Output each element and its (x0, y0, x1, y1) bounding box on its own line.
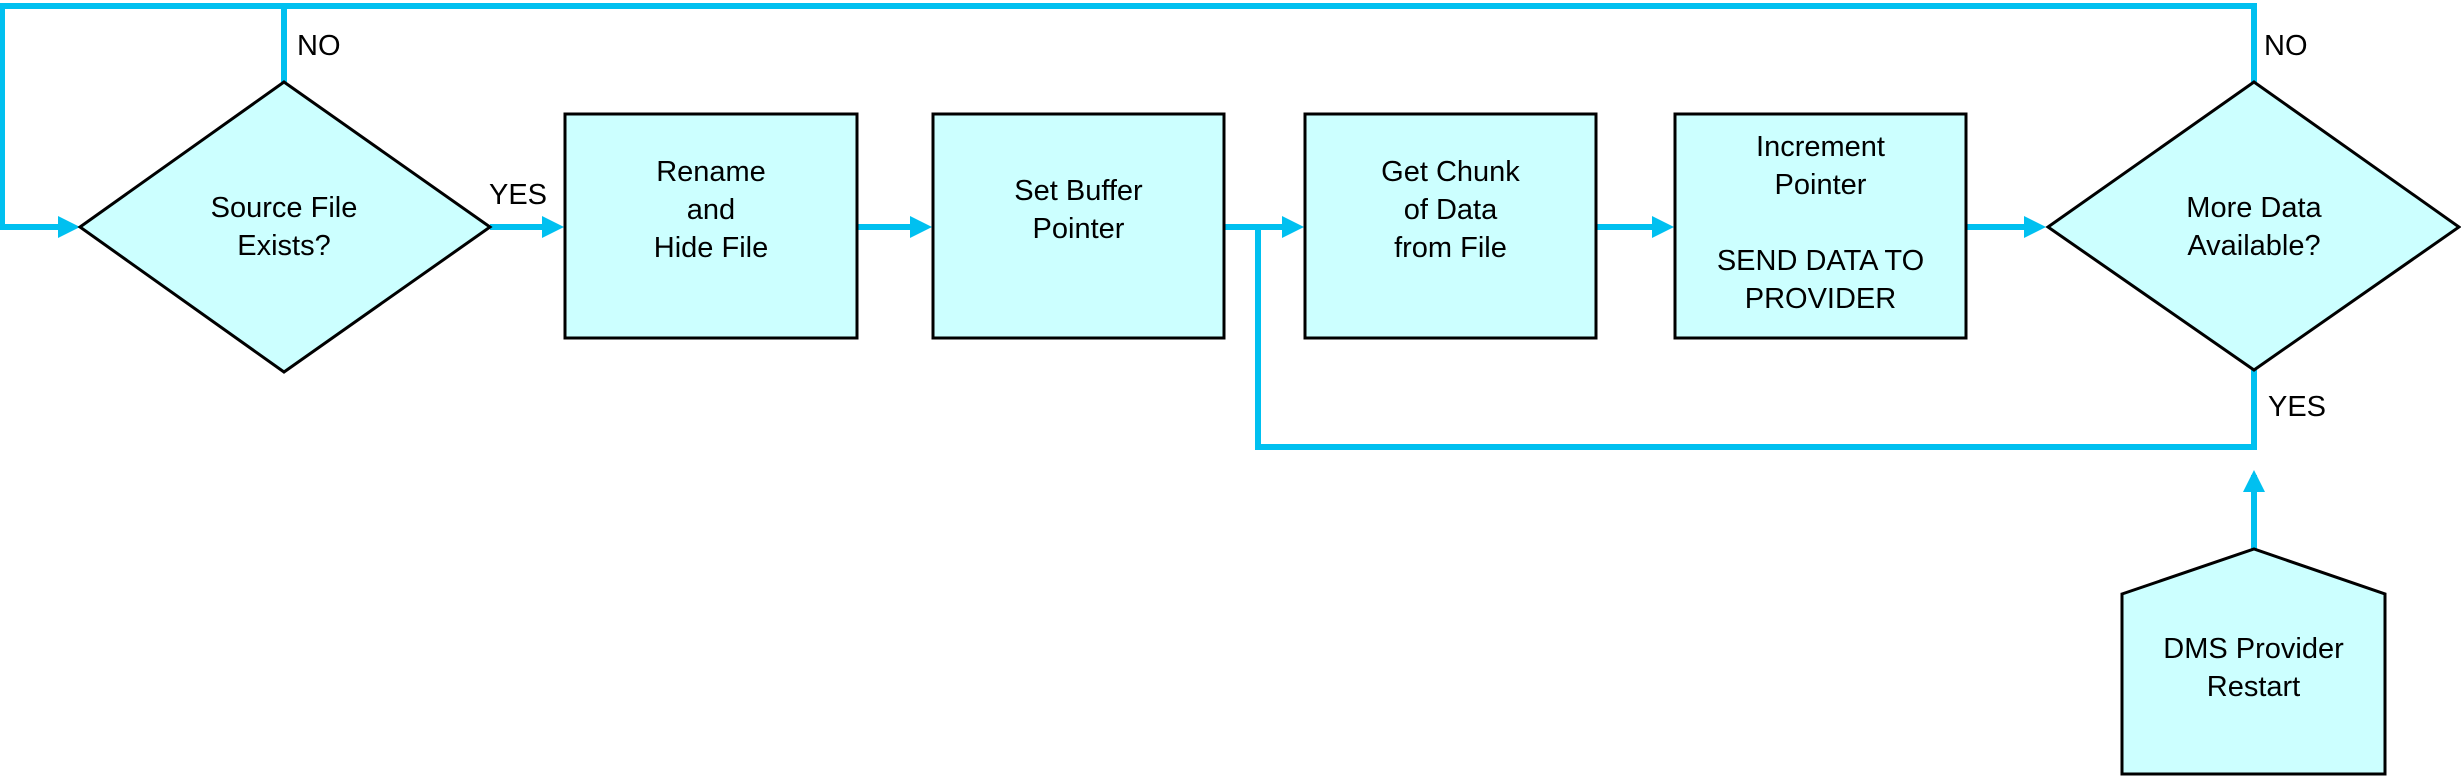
set-buffer-pointer-label: Set Buffer Pointer (1014, 175, 1143, 245)
dms-provider-restart-label: DMS Provider Restart (2163, 633, 2344, 703)
arrowhead-restart-up (2243, 470, 2265, 492)
nodes (77, 80, 2461, 776)
node-more-data-available-shape (2045, 80, 2461, 372)
node-increment-send-shape (1673, 112, 1968, 340)
arrowhead-into-buffer (910, 216, 932, 238)
connector-more-yes-loop (1255, 227, 2257, 450)
node-set-buffer-pointer-shape (931, 112, 1226, 340)
more-data-available-label: More Data Available? (2186, 192, 2322, 262)
arrowhead-into-chunk (1282, 216, 1304, 238)
connector-source-no-loop (0, 3, 287, 230)
arrowhead-into-increment (1652, 216, 1674, 238)
connectors (0, 3, 2257, 549)
edge-label-more-yes: YES (2268, 391, 2327, 423)
node-dms-provider-restart-shape (2120, 547, 2387, 776)
edge-label-source-yes: YES (489, 179, 548, 211)
node-get-chunk-shape (1303, 112, 1598, 340)
get-chunk-label: Get Chunk of Data from File (1381, 156, 1520, 264)
rename-hide-file-label: Rename and Hide File (653, 156, 769, 264)
edge-label-more-no: NO (2264, 30, 2308, 62)
arrowhead-into-source (58, 216, 80, 238)
edge-label-source-no: NO (297, 30, 341, 62)
increment-send-label: Increment Pointer SEND DATA TO PROVIDER (1716, 131, 1925, 315)
connector-more-no-loop (284, 3, 2257, 82)
node-rename-hide-file-shape (563, 112, 859, 340)
arrowhead-into-rename (542, 216, 564, 238)
node-source-file-exists-shape (77, 80, 493, 374)
arrowhead-into-more (2024, 216, 2046, 238)
source-file-exists-label: Source File Exists? (210, 192, 358, 262)
arrowheads (58, 216, 2265, 492)
